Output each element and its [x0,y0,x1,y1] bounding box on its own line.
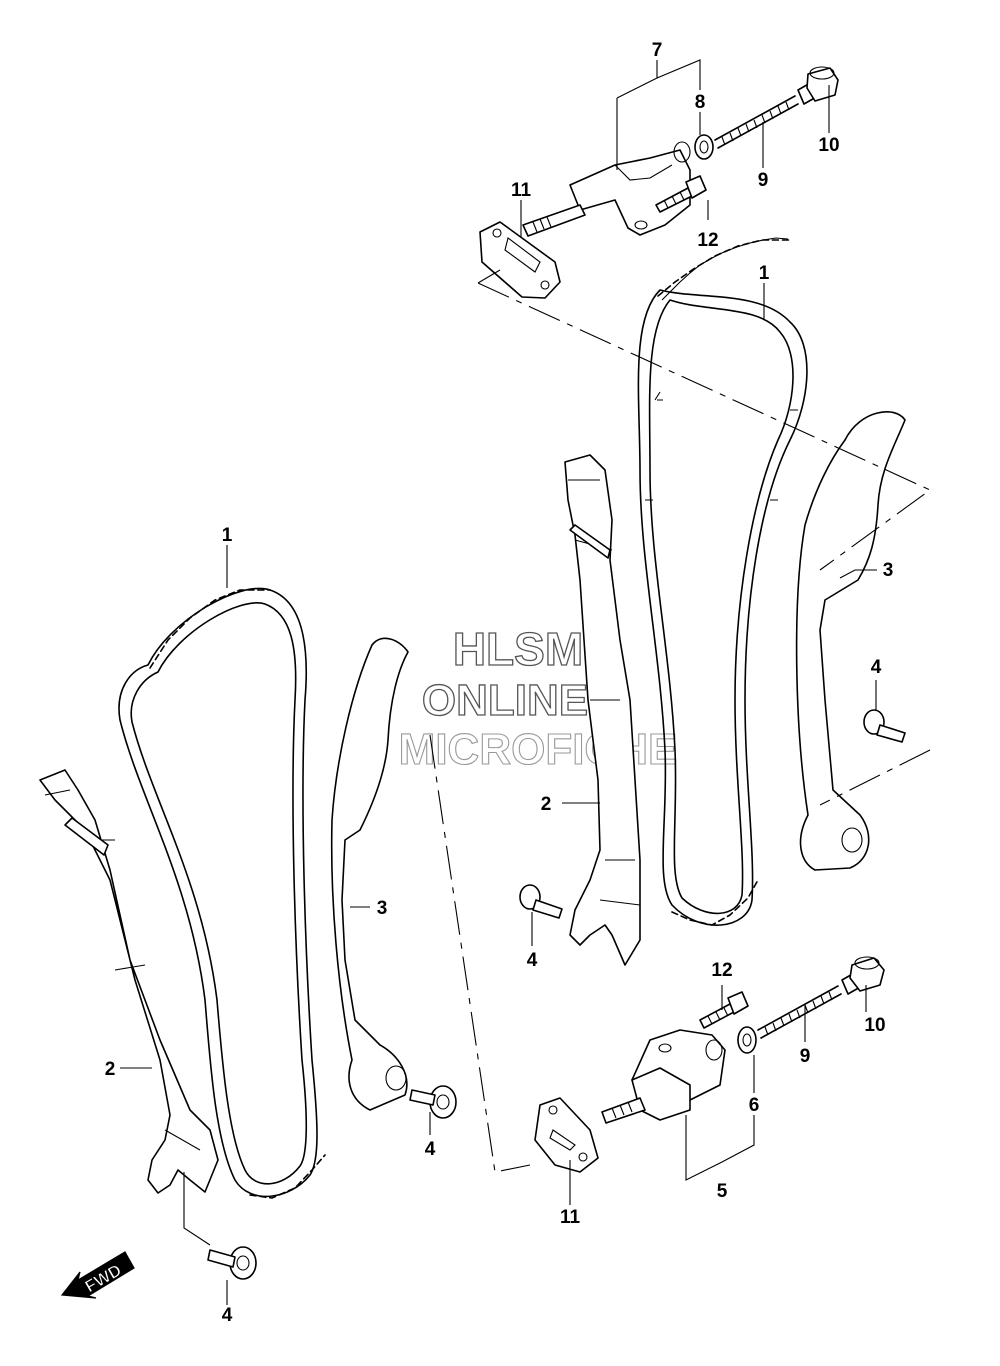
chain-guide-left[interactable] [330,637,409,1111]
tensioner-gasket-bottom[interactable] [534,1097,599,1173]
tensioner-adjuster-top[interactable] [569,149,691,236]
callout-labels: 7 8 9 10 11 12 1 3 4 2 4 12 10 9 6 5 11 … [105,40,894,1326]
left-chain-assembly [39,587,457,1280]
bottom-tensioner-assembly [534,956,885,1173]
chain-guide-right[interactable] [795,411,906,871]
callout-11-top: 11 [511,180,532,201]
callout-8: 8 [695,92,706,113]
callout-7: 7 [652,40,663,61]
cam-chain-left[interactable] [118,587,326,1199]
watermark-line1: HLSM [453,623,583,675]
forward-direction-arrow: FWD [60,1251,135,1299]
pin-4-mid[interactable] [519,884,563,919]
fwd-arrow-icon [60,1251,135,1299]
tensioner-guide-left[interactable] [39,769,219,1194]
callout-1-left: 1 [222,525,233,546]
cam-chain-right[interactable] [637,237,808,926]
callout-9-top: 9 [758,170,769,191]
callout-11-bottom: 11 [560,1207,581,1228]
callout-2-left: 2 [105,1059,116,1080]
bolt-10-bottom[interactable] [841,956,885,995]
callout-4-mid: 4 [527,950,538,971]
callout-10-top: 10 [818,135,839,156]
washer-8[interactable] [694,134,714,160]
pin-4-right[interactable] [863,709,906,743]
watermark-line2: ONLINE [422,676,588,725]
bolt-10-top[interactable] [797,66,839,105]
right-chain-assembly [519,237,906,966]
callout-10-bottom: 10 [864,1015,885,1036]
callout-4-left-bottom: 4 [222,1305,233,1326]
spring-9-bottom[interactable] [757,985,842,1039]
callout-6: 6 [749,1095,760,1116]
callout-9-bottom: 9 [800,1046,811,1067]
callout-2-right: 2 [541,794,552,815]
tensioner-guide-right[interactable] [564,454,641,966]
pin-4-left-mid[interactable] [409,1085,457,1119]
assembly-reference-lines [429,269,932,1173]
watermark: HLSM ONLINE MICROFICHE [398,622,678,774]
bolt-12-top[interactable] [655,175,707,213]
callout-12-top: 12 [697,230,718,251]
washer-6[interactable] [737,1026,757,1054]
callout-3-right: 3 [883,560,894,581]
callout-4-right: 4 [871,657,882,678]
tensioner-gasket-top[interactable] [479,221,561,299]
watermark-line3: MICROFICHE [399,725,678,774]
callout-5: 5 [717,1181,728,1202]
leader-lines [120,59,877,1305]
pin-4-left-bottom[interactable] [207,1246,257,1280]
callout-12-bottom: 12 [711,960,732,981]
callout-4-left-mid: 4 [425,1139,436,1160]
top-tensioner-assembly [479,66,839,299]
callout-3-left: 3 [377,898,388,919]
spring-9-top[interactable] [714,95,799,149]
bolt-12-bottom[interactable] [699,991,749,1029]
callout-1-right: 1 [759,263,770,284]
